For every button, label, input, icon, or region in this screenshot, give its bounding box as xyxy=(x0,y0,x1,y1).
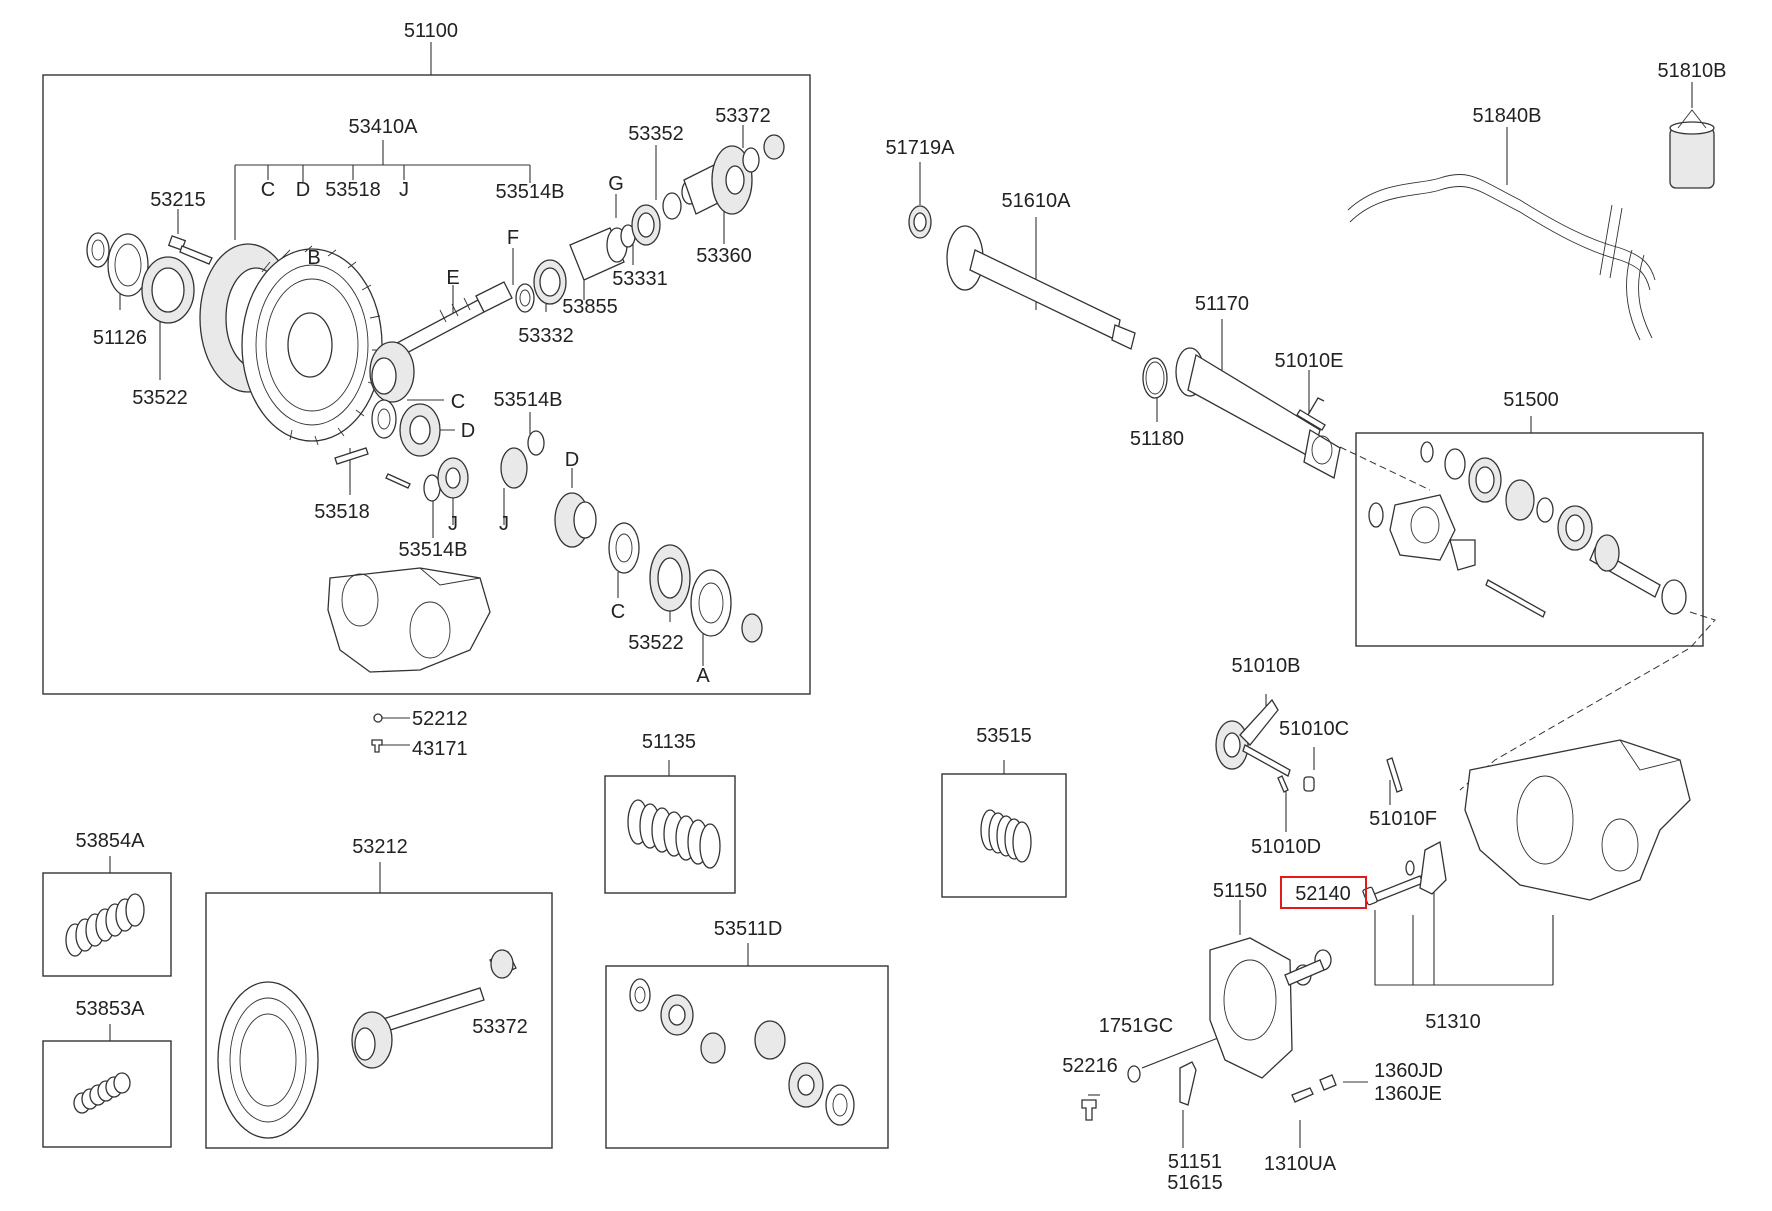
label-51010B[interactable]: 51010B xyxy=(1232,655,1301,677)
label-53511D[interactable]: 53511D xyxy=(714,918,783,940)
vent-hose-drawing xyxy=(1347,109,1715,341)
label-53212[interactable]: 53212 xyxy=(352,836,408,858)
dashed-connectors xyxy=(1339,446,1716,791)
label-ref-E: E xyxy=(446,267,459,289)
label-ref-D-2: D xyxy=(461,420,475,442)
label-51135[interactable]: 51135 xyxy=(642,731,696,753)
label-53410A[interactable]: 53410A xyxy=(349,116,419,138)
label-51310[interactable]: 51310 xyxy=(1425,1011,1481,1033)
leader-lines xyxy=(109,42,1693,1148)
label-ref-D-3: D xyxy=(565,449,579,471)
axle-shaft-drawing xyxy=(908,205,1168,399)
label-52216[interactable]: 52216 xyxy=(1062,1055,1118,1077)
label-52140[interactable]: 52140 xyxy=(1295,883,1351,905)
label-53514B-a[interactable]: 53514B xyxy=(496,181,565,203)
label-ref-A: A xyxy=(696,665,710,687)
label-1751GC[interactable]: 1751GC xyxy=(1099,1015,1174,1037)
label-53514B-c[interactable]: 53514B xyxy=(399,539,468,561)
cover-51150-drawing xyxy=(1209,937,1332,1079)
label-ref-C-1: C xyxy=(261,179,275,201)
label-53360[interactable]: 53360 xyxy=(696,245,752,267)
label-ref-J-1: J xyxy=(399,179,409,201)
bolt-53215-drawing xyxy=(167,235,213,265)
spring-51135-drawing xyxy=(627,799,721,869)
label-51719A[interactable]: 51719A xyxy=(886,137,956,159)
label-51150[interactable]: 51150 xyxy=(1213,880,1267,902)
diff-housing-drawing xyxy=(327,567,491,753)
label-51810B[interactable]: 51810B xyxy=(1658,60,1727,82)
spider-gears-drawing xyxy=(334,399,763,643)
gears-53511D-drawing xyxy=(629,978,855,1126)
label-53854A[interactable]: 53854A xyxy=(76,830,146,852)
label-53332[interactable]: 53332 xyxy=(518,325,574,347)
label-51840B[interactable]: 51840B xyxy=(1473,105,1542,127)
label-51180[interactable]: 51180 xyxy=(1130,428,1184,450)
frame-51500-transfer xyxy=(1355,432,1704,647)
ring-pinion-53212-drawing xyxy=(217,949,517,1139)
label-51170[interactable]: 51170 xyxy=(1195,293,1249,315)
label-51151[interactable]: 51151 xyxy=(1168,1151,1222,1173)
label-51010F[interactable]: 51010F xyxy=(1369,808,1437,830)
differential-carrier-drawing xyxy=(199,243,383,446)
label-53515[interactable]: 53515 xyxy=(976,725,1032,747)
bearing-51126-drawing xyxy=(86,232,195,324)
label-ref-J-3: J xyxy=(499,513,509,535)
label-53853A[interactable]: 53853A xyxy=(76,998,146,1020)
label-ref-C-2: C xyxy=(451,391,465,413)
label-1360JE[interactable]: 1360JE xyxy=(1374,1083,1442,1105)
pinion-shaft-drawing xyxy=(369,281,513,403)
transfer-51500-drawing xyxy=(1368,441,1687,618)
bolt-51010E-drawing xyxy=(1296,409,1326,431)
shift-fork-drawing xyxy=(1215,698,1315,793)
main-housing-drawing xyxy=(1464,739,1691,901)
label-53215[interactable]: 53215 xyxy=(150,189,206,211)
label-53522-b[interactable]: 53522 xyxy=(628,632,684,654)
label-53372-b[interactable]: 53372 xyxy=(472,1016,528,1038)
spring-53515-drawing xyxy=(980,809,1032,863)
label-ref-J-2: J xyxy=(448,513,458,535)
label-ref-B: B xyxy=(307,247,320,269)
label-1360JD[interactable]: 1360JD xyxy=(1374,1060,1443,1082)
spring-53853A-drawing xyxy=(73,1072,131,1114)
label-51500[interactable]: 51500 xyxy=(1503,389,1559,411)
label-52212[interactable]: 52212 xyxy=(412,708,468,730)
label-51010C[interactable]: 51010C xyxy=(1279,718,1349,740)
frame-51100-differential xyxy=(42,74,811,695)
highlight-box-52140 xyxy=(1280,876,1367,909)
label-53518-a[interactable]: 53518 xyxy=(325,179,381,201)
spring-53854A-drawing xyxy=(65,893,145,957)
label-1310UA[interactable]: 1310UA xyxy=(1264,1153,1337,1175)
frame-53853A xyxy=(42,1040,172,1148)
label-51010D[interactable]: 51010D xyxy=(1251,836,1321,858)
label-53331[interactable]: 53331 xyxy=(612,268,668,290)
label-53352[interactable]: 53352 xyxy=(628,123,684,145)
pinion-bearings-drawing xyxy=(515,134,785,313)
label-53372-a[interactable]: 53372 xyxy=(715,105,771,127)
label-53522-a[interactable]: 53522 xyxy=(132,387,188,409)
fasteners-drawing xyxy=(1081,1061,1337,1121)
part-number-labels: 51100 53410A C D 53518 J 53514B 53215 51… xyxy=(76,20,1727,1194)
label-51126[interactable]: 51126 xyxy=(93,327,147,349)
bolt-51010F-drawing xyxy=(1386,757,1403,793)
label-53514B-b[interactable]: 53514B xyxy=(494,389,563,411)
label-51610A[interactable]: 51610A xyxy=(1002,190,1072,212)
label-51615[interactable]: 51615 xyxy=(1167,1172,1223,1194)
label-53855[interactable]: 53855 xyxy=(562,296,618,318)
label-51100[interactable]: 51100 xyxy=(404,20,458,42)
label-ref-F: F xyxy=(507,227,519,249)
frame-53511D xyxy=(605,965,889,1149)
label-ref-G: G xyxy=(608,173,624,195)
bolt-52140-drawing xyxy=(1362,840,1447,906)
label-43171[interactable]: 43171 xyxy=(412,738,468,760)
frame-53854A xyxy=(42,872,172,977)
label-53518-b[interactable]: 53518 xyxy=(314,501,370,523)
frame-51135 xyxy=(604,775,736,894)
label-ref-C-3: C xyxy=(611,601,625,623)
label-ref-D-1: D xyxy=(296,179,310,201)
label-51010E[interactable]: 51010E xyxy=(1275,350,1344,372)
axle-tube-drawing xyxy=(1175,347,1341,479)
frame-53212 xyxy=(205,892,553,1149)
